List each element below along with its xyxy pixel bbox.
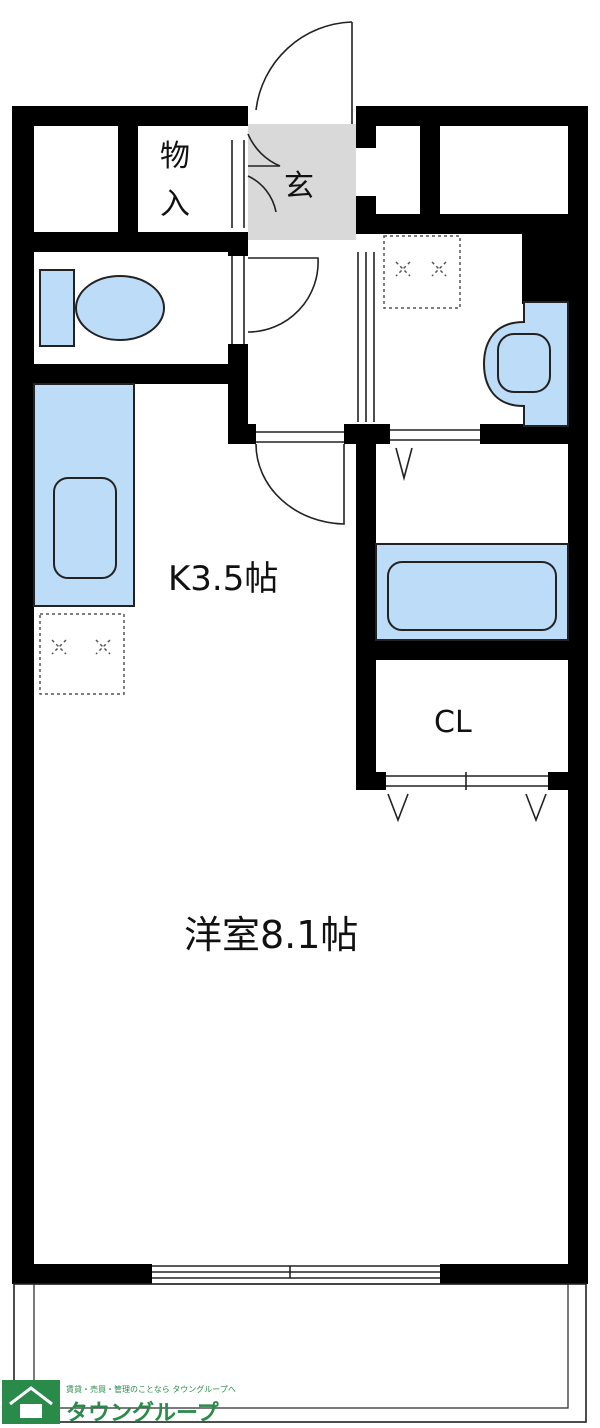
kitchen-door [255, 431, 345, 525]
storage-label-1: 物 [160, 139, 190, 174]
storage-label-2: 入 [160, 187, 190, 222]
vent-icon [39, 613, 125, 695]
kitchen-label: K3.5帖 [168, 559, 278, 599]
entrance-label: 玄 [284, 169, 314, 204]
logo-company: タウングループ [66, 1400, 220, 1426]
toilet-icon [39, 269, 165, 347]
balcony [13, 1283, 587, 1423]
entrance-floor [248, 124, 356, 240]
entrance-door-icon [255, 21, 353, 124]
company-logo: 賃貸・売買・管理のことなら タウングループへ タウングループ [2, 1380, 236, 1426]
closet-label: CL [434, 705, 472, 740]
logo-tagline: 賃貸・売買・管理のことなら タウングループへ [66, 1384, 236, 1394]
western-room-label: 洋室8.1帖 [184, 913, 358, 957]
washbasin-icon [482, 301, 569, 427]
closet-door [386, 772, 548, 823]
bath-door [390, 429, 480, 482]
bathtub-icon [375, 543, 569, 641]
washroom-sliding-door [357, 252, 375, 422]
kitchen-sink-icon [33, 383, 135, 607]
vent-icon [383, 235, 461, 309]
toilet-door [231, 256, 319, 344]
window [152, 1265, 440, 1279]
walls [12, 106, 588, 1284]
storage-door [231, 133, 281, 228]
